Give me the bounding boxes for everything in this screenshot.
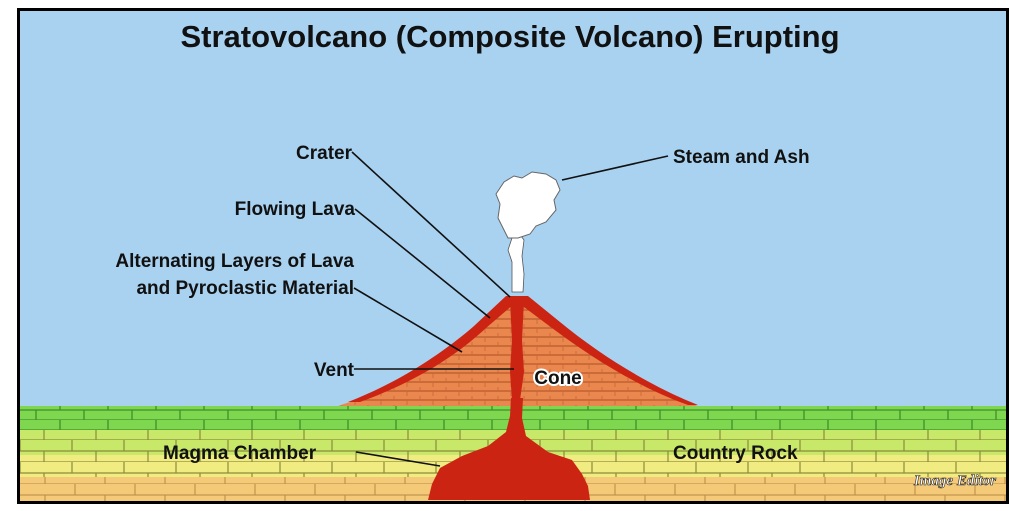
watermark: Image Editor [913,473,996,489]
crater-label: Crater [296,143,353,164]
cone-label-outline: Cone [534,368,582,389]
layers-label-line1: Alternating Layers of Lava [115,251,354,272]
vent-label: Vent [314,360,355,381]
steam-and-ash-plume [495,171,561,293]
layers-label-line2: and Pyroclastic Material [136,278,354,299]
layers-leader [353,287,463,353]
steam-and-ash-label: Steam and Ash [673,147,810,168]
flowing-lava [348,296,698,405]
country-rock-label: Country Rock [673,443,798,464]
vent [510,300,524,400]
diagram-title: Stratovolcano (Composite Volcano) Erupti… [180,19,839,54]
volcano-cone [338,296,698,406]
magma-chamber-label: Magma Chamber [163,443,317,464]
leader-lines [351,151,669,467]
magma-chamber [428,398,590,500]
crater-leader [351,151,511,298]
flowing-lava-leader [354,208,491,319]
flowing-lava-label: Flowing Lava [235,199,356,220]
cone-label: Cone [534,368,582,389]
steam-cloud [495,171,561,239]
steam-and-ash-leader [561,155,669,181]
magma-chamber-leader [355,451,441,467]
